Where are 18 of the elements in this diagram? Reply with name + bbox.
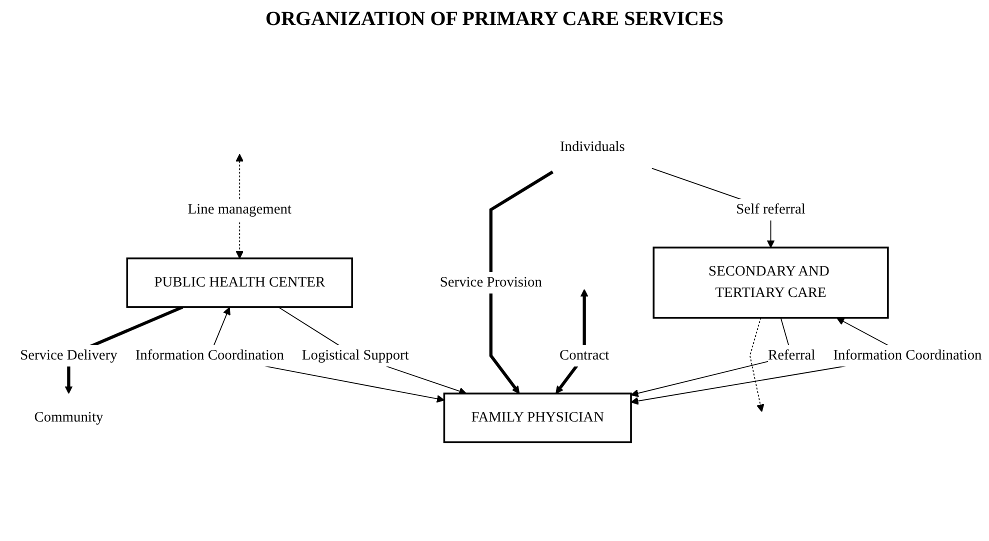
edge-label: Self referral (736, 201, 806, 217)
node-text: Community (34, 410, 104, 425)
edge-label: Service Provision (440, 274, 542, 290)
arrow (278, 306, 467, 395)
diagram-title: ORGANIZATION OF PRIMARY CARE SERVICES (264, 8, 724, 31)
edge-label: Line management (188, 201, 292, 217)
edge-label: Information Coordination (135, 347, 284, 363)
node-box: FAMILY PHYSICIAN (443, 392, 632, 443)
edge-label: Information Coordination (833, 347, 982, 363)
edge-label: Contract (560, 347, 610, 363)
node-text: Individuals (560, 139, 625, 155)
arrow (750, 317, 764, 412)
edge-label: Logistical Support (302, 347, 409, 363)
edge-label: Service Delivery (20, 347, 118, 363)
arrow (489, 170, 554, 394)
node-box: SECONDARY AND TERTIARY CARE (652, 246, 889, 319)
edge-label: Referral (768, 347, 816, 363)
node-box: PUBLIC HEALTH CENTER (126, 257, 353, 308)
